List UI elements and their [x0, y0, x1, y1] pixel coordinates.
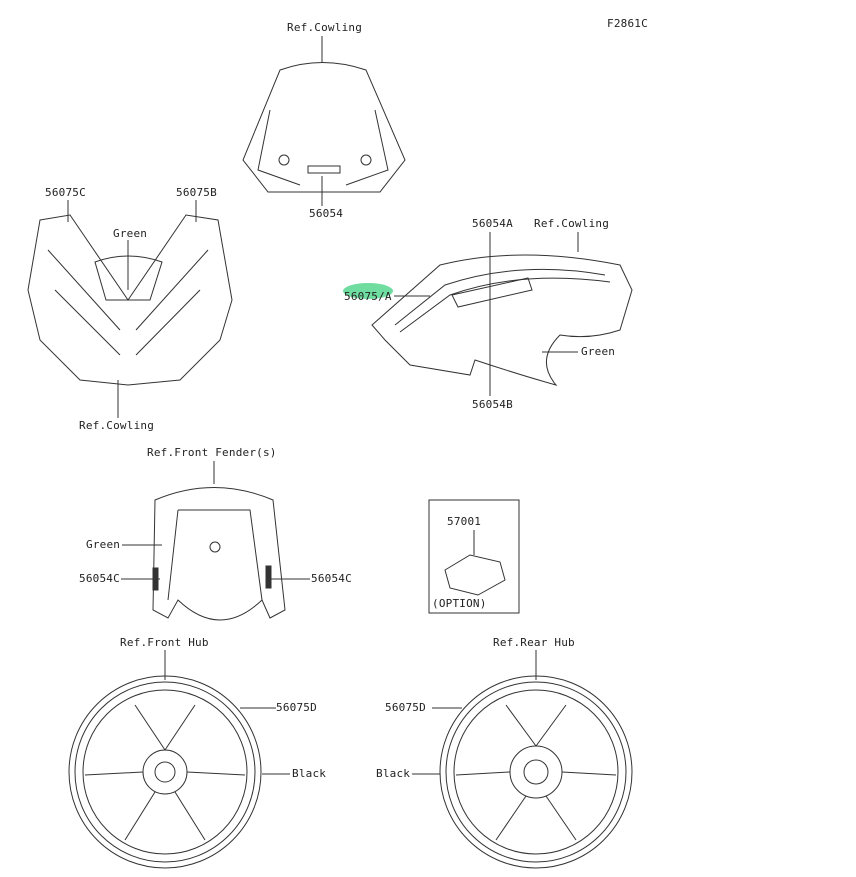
ref-label: Ref.Cowling — [287, 21, 363, 34]
part-link[interactable]: 56054C — [311, 572, 352, 585]
rear-wheel-drawing — [412, 650, 633, 869]
front-cowl-drawing — [27, 200, 233, 418]
color-label: Green — [113, 227, 148, 240]
option-box-drawing — [428, 499, 520, 614]
part-link[interactable]: 57001 — [447, 515, 482, 528]
part-link[interactable]: 56075B — [176, 186, 217, 199]
ref-label: Ref.Rear Hub — [493, 636, 575, 649]
diagram-code: F2861C — [607, 17, 648, 30]
part-link[interactable]: 56075D — [276, 701, 317, 714]
color-label: Black — [376, 767, 411, 780]
ref-label: Ref.Cowling — [79, 419, 155, 432]
part-link[interactable]: 56075D — [385, 701, 426, 714]
fender-drawing — [121, 461, 310, 621]
part-link[interactable]: 56054A — [472, 217, 513, 230]
color-label: Green — [581, 345, 616, 358]
option-label: (OPTION) — [432, 597, 487, 610]
windshield-drawing — [242, 36, 406, 206]
highlight-marker — [343, 283, 393, 299]
part-link[interactable]: 56054B — [472, 398, 513, 411]
part-link[interactable]: 56054 — [309, 207, 344, 220]
color-label: Green — [86, 538, 121, 551]
side-cowl-drawing — [371, 232, 633, 396]
part-link-highlighted[interactable]: 56075/A — [344, 290, 392, 303]
part-link[interactable]: 56054C — [79, 572, 120, 585]
ref-label: Ref.Front Hub — [120, 636, 209, 649]
front-wheel-drawing — [68, 650, 290, 869]
part-link[interactable]: 56075C — [45, 186, 86, 199]
ref-label: Ref.Cowling — [534, 217, 610, 230]
color-label: Black — [292, 767, 327, 780]
ref-label: Ref.Front Fender(s) — [147, 446, 277, 459]
